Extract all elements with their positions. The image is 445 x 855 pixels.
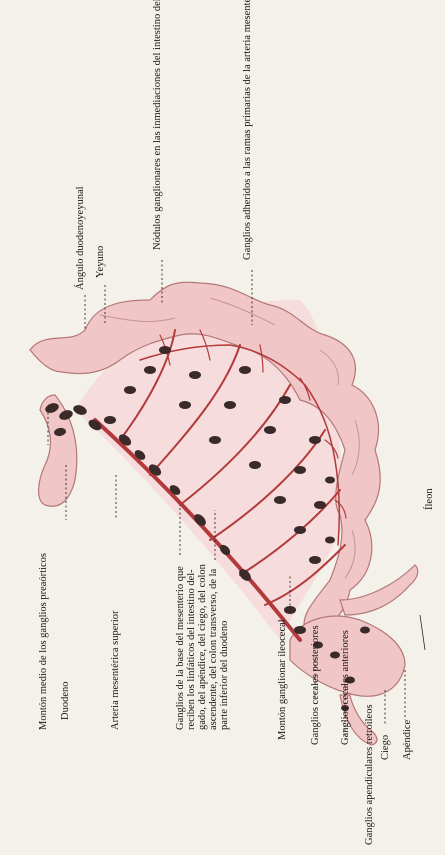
label-yeyuno: Yeyuno	[95, 246, 106, 278]
label-cecales-anteriores: Ganglios cecales anteriores	[340, 630, 351, 745]
label-preaorticos: Montón medio de los ganglios preaórticos	[38, 553, 49, 730]
label-apendiculares: Ganglios apendiculares retroileos	[364, 704, 375, 845]
label-angulo-duodenoyeyunal: Ángulo duodenoyeyunal	[74, 186, 86, 290]
label-ileocecal: Montón ganglionar ileocecal	[277, 619, 288, 740]
label-cecales-posteriores: Ganglios cecales posteriores	[310, 625, 321, 745]
label-inmediaciones: Nódulos ganglionares en las inmediacione…	[152, 0, 163, 250]
label-ileon: Íleon	[423, 488, 435, 510]
label-apendice: Apéndice	[402, 719, 413, 760]
label-ciego: Ciego	[380, 735, 391, 760]
label-base-mesenterio: Ganglios de la base del mesenterio que r…	[175, 561, 230, 730]
label-ramas-primarias: Ganglios adheridos a las ramas primarias…	[242, 0, 253, 260]
label-arteria-mesenterica: Arteria mesentérica superior	[110, 610, 121, 730]
label-duodeno: Duodeno	[60, 682, 71, 721]
